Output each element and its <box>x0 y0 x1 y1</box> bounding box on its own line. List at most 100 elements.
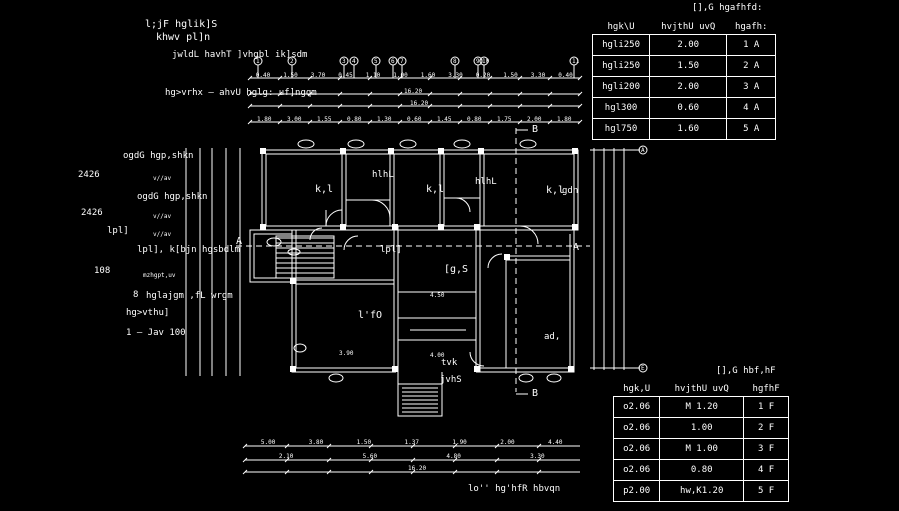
room-label-bath-2: hlhL <box>475 177 497 187</box>
grid-bubble-label: 3 <box>342 58 346 65</box>
bottom-dimension-chains <box>242 443 580 475</box>
column-mark <box>474 224 480 230</box>
dimension-label: 1.75 <box>497 116 512 123</box>
column-mark <box>568 366 574 372</box>
dimension-label: 3.30 <box>448 72 463 79</box>
dim-bottom-plan: 4.00 <box>430 352 445 359</box>
dim-bottom-total: 16.20 <box>408 465 427 472</box>
window-col-mark: hgafh: <box>734 22 768 32</box>
grid-column-bubbles <box>253 56 579 78</box>
dimension-label: 1.55 <box>317 116 332 123</box>
plan-caption: lo'' hg'hfR hbvqn <box>468 484 561 494</box>
legend-note-1: v//av <box>153 175 172 182</box>
stair-treads <box>275 235 335 279</box>
column-mark <box>572 224 578 230</box>
window-col-size: hvjthU uvQ <box>661 22 716 32</box>
dimension-label: 3.30 <box>530 453 545 460</box>
header-engineer-note: hg>vrhx – ahvU hglg: uf]ngqm <box>165 88 317 98</box>
grid-bubble-label: 7 <box>400 58 404 65</box>
dimension-label: 1.00 <box>393 72 408 79</box>
dimension-label: 4.40 <box>548 439 563 446</box>
dimension-label: 1.50 <box>356 439 372 446</box>
legend-num-3: lpl] <box>107 226 129 236</box>
legend-num-2: 2426 <box>81 208 103 218</box>
dimension-label: 4.80 <box>446 453 461 460</box>
window-schedule-title: [],G hgafhfd: <box>692 3 763 13</box>
column-mark <box>388 148 394 154</box>
dimension-label: 2.00 <box>527 116 542 123</box>
dimension-label: 0.45 <box>338 72 353 79</box>
legend-num-4: 108 <box>94 266 111 276</box>
entry-steps <box>397 372 443 417</box>
room-label-bath-1: hlhL <box>372 170 394 180</box>
door-schedule-title: [],G hbf,hF <box>716 366 776 376</box>
interior-walls <box>296 154 570 372</box>
section-mark-b-top: B <box>532 124 539 135</box>
room-label-kitchen: l'fO <box>358 310 383 321</box>
dimension-label: 0.80 <box>467 116 482 123</box>
section-lines <box>236 128 590 395</box>
dimension-label: 0.20 <box>475 72 491 79</box>
dim-top-total-2: 16.20 <box>410 100 429 107</box>
legend-label-2: ogdG hgp,shkn <box>137 192 208 202</box>
dimension-label: 0.40 <box>255 72 271 79</box>
section-mark-b-bottom: B <box>532 388 539 399</box>
grid-bubble-label: 8 <box>453 58 457 65</box>
column-mark <box>290 278 296 284</box>
room-label-entry-1: tvk <box>441 358 458 368</box>
structural-columns <box>260 148 578 372</box>
dimension-label: 1.45 <box>437 116 452 123</box>
dimension-label: 0.40 <box>558 72 573 79</box>
column-mark <box>504 254 510 260</box>
dim-top-total-1: 16.20 <box>404 88 423 95</box>
dimension-label: 3.80 <box>308 439 324 446</box>
room-label-living: gdn <box>562 186 579 196</box>
column-mark <box>340 224 346 230</box>
grid-bubble-label: 9 <box>476 58 480 65</box>
room-label-bedroom-3: k,l <box>546 185 565 196</box>
dimension-label: 1.10 <box>365 72 381 79</box>
column-mark <box>572 148 578 154</box>
dim-hall: 4.50 <box>430 292 445 299</box>
column-mark <box>438 148 444 154</box>
column-mark <box>438 224 444 230</box>
grid-bubble-label: 2 <box>290 58 294 65</box>
dimension-label: 3.30 <box>530 72 546 79</box>
grid-bubble-label: 6 <box>391 58 395 65</box>
dim-kitchen: 3.90 <box>339 350 354 357</box>
dimension-label: 1.50 <box>283 72 298 79</box>
dimension-label: 5.00 <box>260 439 276 446</box>
left-dimension-chains <box>185 148 241 376</box>
dimension-label: 1.60 <box>420 72 436 79</box>
dimension-label: 0.80 <box>347 116 362 123</box>
dimension-label: 2.00 <box>500 439 515 446</box>
scale-value: 1 – Jav 100 <box>126 328 186 338</box>
column-mark <box>392 366 398 372</box>
column-mark <box>260 224 266 230</box>
window-marks <box>266 139 562 383</box>
grid-row-label-a: A <box>641 147 645 154</box>
grid-bubble-label: 11 <box>572 58 580 65</box>
room-label-hall: [g,S <box>444 264 469 275</box>
column-mark <box>290 366 296 372</box>
legend-label-1: ogdG hgp,shkn <box>123 151 194 161</box>
room-label-bedroom-2: k,l <box>426 184 445 195</box>
grid-bubble-label: 4 <box>352 58 356 65</box>
legend-num-1: 2426 <box>78 170 100 180</box>
right-dimension-chains <box>590 148 640 370</box>
door-col-type: hgk,U <box>623 384 651 394</box>
exterior-walls <box>249 149 579 373</box>
grid-bubble-label: 5 <box>374 58 378 65</box>
legend-note-3: v//av <box>153 231 172 238</box>
door-swings <box>309 197 539 367</box>
